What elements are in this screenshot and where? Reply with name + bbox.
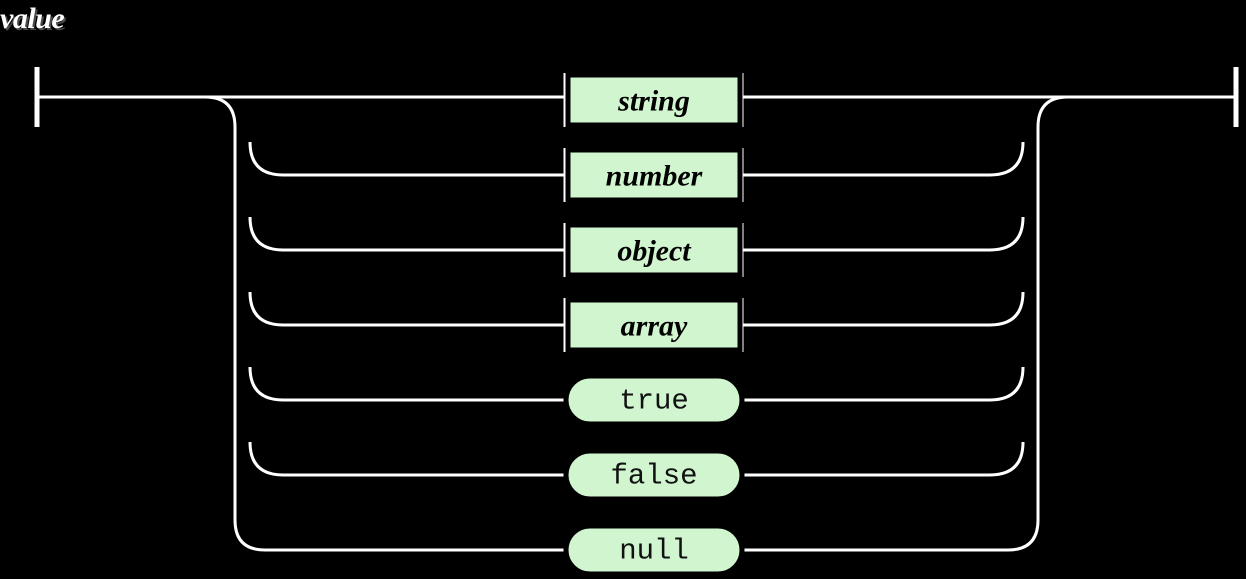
nonterminal-label: array xyxy=(621,310,688,343)
terminal-label: null xyxy=(619,535,689,568)
nonterminal-box[interactable] xyxy=(565,222,743,278)
left-branch-number xyxy=(248,141,565,177)
left-branch-true xyxy=(248,366,565,402)
left-branch-array xyxy=(248,291,565,327)
terminal-node-true[interactable]: true xyxy=(563,373,745,427)
right-branch-number xyxy=(742,141,1025,177)
nonterminal-label: number xyxy=(606,160,703,193)
terminal-node-null[interactable]: null xyxy=(563,523,745,577)
left-branch-false xyxy=(248,441,565,477)
nonterminal-label: string xyxy=(617,85,690,118)
terminal-label: true xyxy=(619,385,689,418)
left-fork-spine xyxy=(204,95,266,552)
page-title: value xyxy=(0,2,65,35)
right-branch-array xyxy=(742,291,1025,327)
right-fork-spine xyxy=(1036,95,1236,520)
nonterminal-box[interactable] xyxy=(565,72,743,128)
right-branch-false xyxy=(742,441,1025,477)
right-fork-bottom-elbow xyxy=(1007,519,1040,552)
nonterminal-node-object[interactable]: object xyxy=(565,222,743,278)
track-layer xyxy=(34,67,1239,552)
nonterminal-box[interactable] xyxy=(565,147,743,203)
left-branch-object xyxy=(248,216,565,252)
terminal-box[interactable] xyxy=(563,373,745,427)
nonterminal-node-number[interactable]: number xyxy=(565,147,743,203)
nonterminal-label: object xyxy=(617,235,692,268)
nonterminal-box[interactable] xyxy=(565,297,743,353)
terminal-box[interactable] xyxy=(563,523,745,577)
right-branch-true xyxy=(742,366,1025,402)
right-branch-object xyxy=(742,216,1025,252)
terminal-label: false xyxy=(610,460,697,493)
nonterminal-node-string[interactable]: string xyxy=(565,72,743,128)
terminal-node-false[interactable]: false xyxy=(563,448,745,502)
terminal-box[interactable] xyxy=(563,448,745,502)
nonterminal-node-array[interactable]: array xyxy=(565,297,743,353)
